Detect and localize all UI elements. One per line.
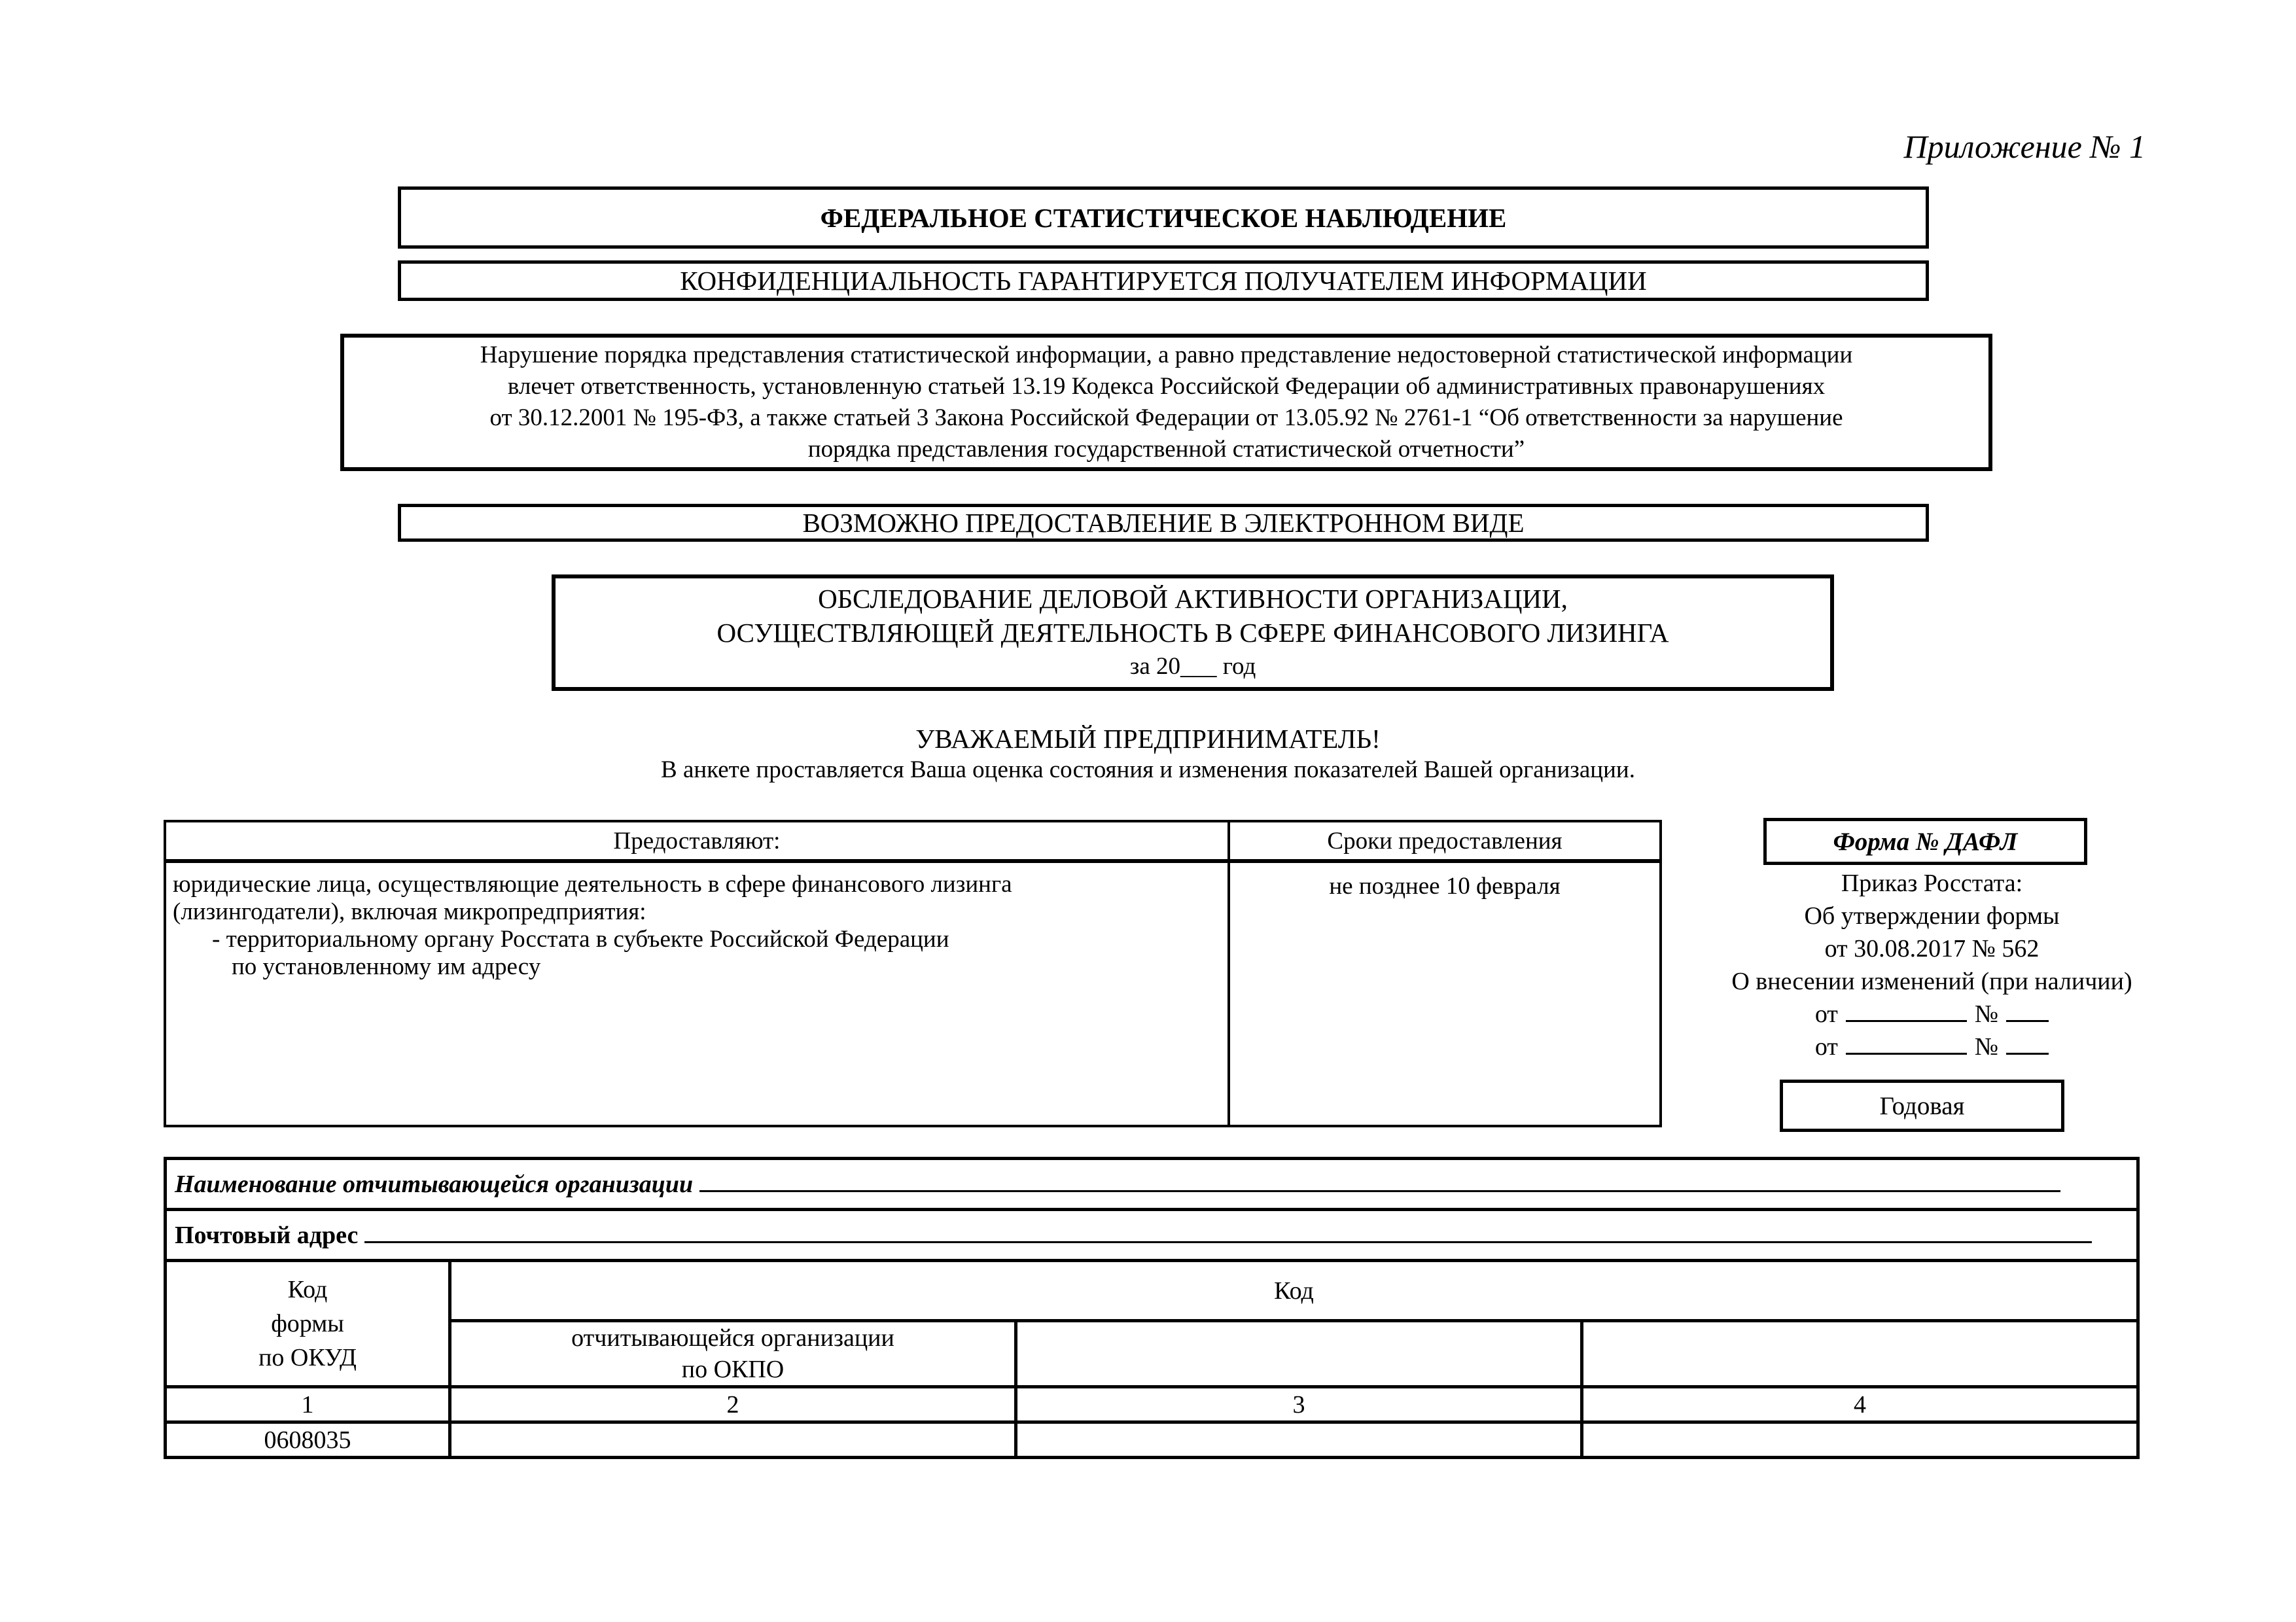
federal-observation-title: ФЕДЕРАЛЬНОЕ СТАТИСТИЧЕСКОЕ НАБЛЮДЕНИЕ <box>398 186 1929 249</box>
respondents-text: юридические лица, осуществляющие деятель… <box>173 871 1012 898</box>
date-blank-field[interactable] <box>1845 1053 1967 1055</box>
respondents-header: Предоставляют: <box>164 820 1230 863</box>
code-field-3[interactable] <box>1014 1420 1583 1459</box>
respondents-text: (лизингодатели), включая микропредприяти… <box>173 898 646 925</box>
org-name-label: Наименование отчитывающейся организации <box>175 1170 694 1198</box>
respondents-text: - территориальному органу Росстата в суб… <box>212 926 949 953</box>
okud-header-text: Код <box>287 1276 328 1303</box>
survey-year: за 20___ год <box>1129 653 1256 680</box>
warning-line: от 30.12.2001 № 195-ФЗ, а также статьей … <box>489 404 1843 431</box>
org-name-row: Наименование отчитывающейся организации <box>164 1157 2140 1211</box>
order-line: Об утверждении формы <box>1804 902 2060 930</box>
okpo-header-text: отчитывающейся организации <box>571 1324 894 1352</box>
deadline-cell: не позднее 10 февраля <box>1227 860 1662 1127</box>
amendment-row: от № <box>1701 1031 2163 1063</box>
number-blank-field[interactable] <box>2006 1020 2049 1022</box>
column-number: 1 <box>164 1385 451 1424</box>
greeting-text: В анкете проставляется Ваша оценка состо… <box>661 756 1635 783</box>
order-line: О внесении изменений (при наличии) <box>1731 968 2132 995</box>
respondents-cell: юридические лица, осуществляющие деятель… <box>164 860 1230 1127</box>
okud-header-text: по ОКУД <box>258 1344 357 1371</box>
amendment-row: от № <box>1701 998 2163 1031</box>
okud-header: Код формы по ОКУД <box>164 1259 451 1388</box>
respondents-text: по установленному им адресу <box>232 953 541 980</box>
okpo-header-text: по ОКПО <box>681 1356 785 1383</box>
order-line: от 30.08.2017 № 562 <box>1824 935 2040 962</box>
order-info: Приказ Росстата: Об утверждении формы от… <box>1701 867 2163 1063</box>
okud-header-text: формы <box>271 1310 344 1337</box>
warning-line: Нарушение порядка представления статисти… <box>480 342 1853 368</box>
column-number: 2 <box>448 1385 1017 1424</box>
column-number: 4 <box>1580 1385 2140 1424</box>
org-name-field[interactable] <box>699 1190 2060 1192</box>
from-label: от <box>1814 1000 1838 1028</box>
number-blank-field[interactable] <box>2006 1053 2049 1055</box>
okud-code-value: 0608035 <box>164 1420 451 1459</box>
code-header: Код <box>448 1259 2140 1322</box>
order-line: Приказ Росстата: <box>1841 870 2023 897</box>
okpo-header: отчитывающейся организации по ОКПО <box>448 1319 1017 1388</box>
number-label: № <box>1974 1000 1999 1028</box>
appendix-label: Приложение № 1 <box>1903 128 2146 165</box>
warning-line: порядка представления государственной ст… <box>807 436 1525 463</box>
postal-field[interactable] <box>364 1241 2092 1243</box>
greeting-title: УВАЖАЕМЫЙ ПРЕДПРИНИМАТЕЛЬ! <box>915 724 1381 754</box>
liability-warning: Нарушение порядка представления статисти… <box>340 334 1992 471</box>
confidentiality-notice: КОНФИДЕНЦИАЛЬНОСТЬ ГАРАНТИРУЕТСЯ ПОЛУЧАТ… <box>398 260 1929 301</box>
survey-title-line: ОСУЩЕСТВЛЯЮЩЕЙ ДЕЯТЕЛЬНОСТЬ В СФЕРЕ ФИНА… <box>716 618 1669 648</box>
provision-table: Предоставляют: Сроки предоставления юрид… <box>164 820 1662 1127</box>
number-label: № <box>1974 1033 1999 1061</box>
deadline-header: Сроки предоставления <box>1227 820 1662 863</box>
electronic-submission-notice: ВОЗМОЖНО ПРЕДОСТАВЛЕНИЕ В ЭЛЕКТРОННОМ ВИ… <box>398 504 1929 542</box>
code-column-4-header <box>1580 1319 2140 1388</box>
survey-title-line: ОБСЛЕДОВАНИЕ ДЕЛОВОЙ АКТИВНОСТИ ОРГАНИЗА… <box>818 584 1568 614</box>
code-column-3-header <box>1014 1319 1583 1388</box>
periodicity-box: Годовая <box>1780 1080 2064 1132</box>
warning-line: влечет ответственность, установленную ст… <box>507 373 1826 400</box>
code-field-4[interactable] <box>1580 1420 2140 1459</box>
postal-label: Почтовый адрес <box>175 1221 359 1249</box>
from-label: от <box>1814 1033 1838 1061</box>
survey-title-box: ОБСЛЕДОВАНИЕ ДЕЛОВОЙ АКТИВНОСТИ ОРГАНИЗА… <box>552 574 1834 691</box>
organization-codes-table: Наименование отчитывающейся организации … <box>164 1157 2140 1459</box>
date-blank-field[interactable] <box>1845 1020 1967 1022</box>
form-number: Форма № ДАФЛ <box>1763 818 2087 865</box>
postal-row: Почтовый адрес <box>164 1208 2140 1262</box>
okpo-code-field[interactable] <box>448 1420 1017 1459</box>
column-number: 3 <box>1014 1385 1583 1424</box>
